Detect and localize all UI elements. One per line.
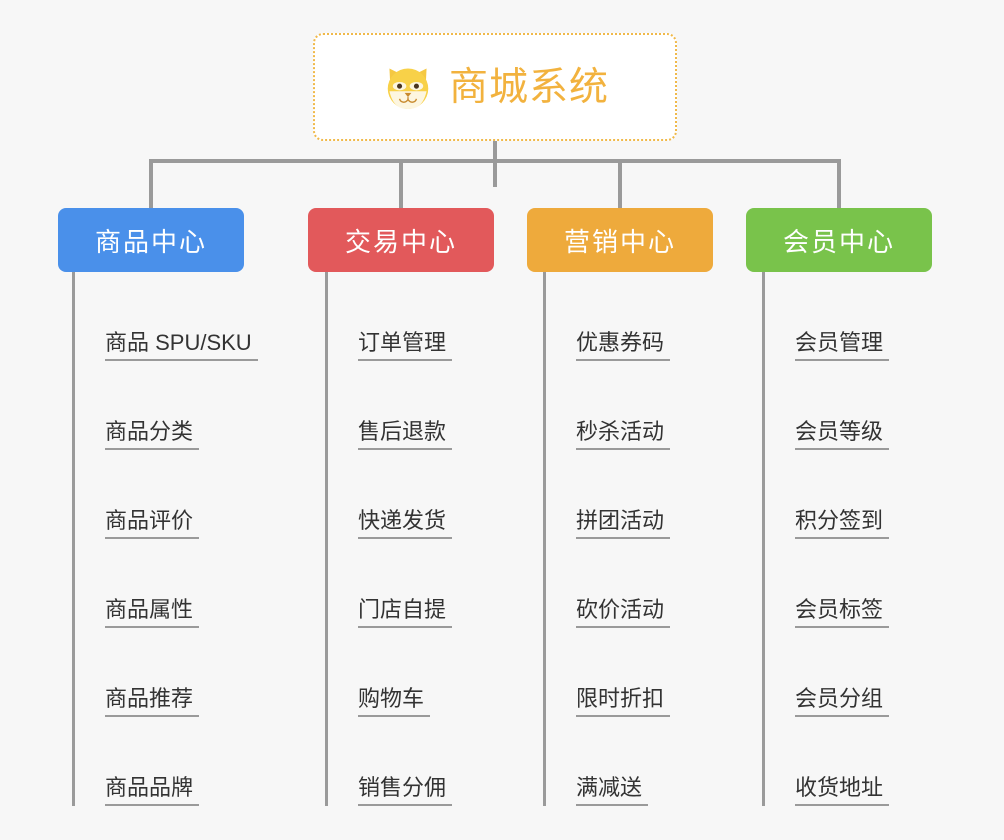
leaf-item[interactable]: 商品属性 xyxy=(72,539,200,628)
connector-root-stem xyxy=(493,141,497,187)
leaf-item[interactable]: 积分签到 xyxy=(762,450,890,539)
leaf-item-label: 购物车 xyxy=(358,686,431,717)
category-label: 会员中心 xyxy=(782,226,895,257)
leaf-item[interactable]: 购物车 xyxy=(325,628,431,717)
connector-drop-trade-center xyxy=(399,159,403,209)
leaf-item-label: 快递发货 xyxy=(358,508,453,539)
leaf-item-label: 积分签到 xyxy=(795,508,890,539)
leaf-item-label: 商品品牌 xyxy=(105,775,200,806)
leaf-item[interactable]: 会员标签 xyxy=(762,539,890,628)
category-box-marketing-center[interactable]: 营销中心 xyxy=(527,208,713,272)
root-node[interactable]: 商城系统 xyxy=(313,33,677,141)
leaf-item-label: 限时折扣 xyxy=(576,686,671,717)
leaf-item-label: 门店自提 xyxy=(358,597,453,628)
leaf-item[interactable]: 会员分组 xyxy=(762,628,890,717)
category-box-trade-center[interactable]: 交易中心 xyxy=(308,208,494,272)
leaf-column-product-center: 商品 SPU/SKU 商品分类商品评价商品属性商品推荐商品品牌 xyxy=(72,272,322,806)
leaf-item-label: 售后退款 xyxy=(358,419,453,450)
leaf-item[interactable]: 会员等级 xyxy=(762,361,890,450)
leaf-item[interactable]: 秒杀活动 xyxy=(543,361,671,450)
connector-horizontal-bus xyxy=(149,159,841,163)
shiba-dog-face-icon xyxy=(387,68,429,112)
leaf-item-label: 优惠券码 xyxy=(576,330,671,361)
leaf-item[interactable]: 快递发货 xyxy=(325,450,453,539)
leaf-item[interactable]: 销售分佣 xyxy=(325,717,453,806)
category-box-member-center[interactable]: 会员中心 xyxy=(746,208,932,272)
category-label: 交易中心 xyxy=(344,226,457,257)
leaf-item-label: 销售分佣 xyxy=(358,775,453,806)
leaf-spine-member-center xyxy=(762,272,765,806)
leaf-item[interactable]: 商品品牌 xyxy=(72,717,200,806)
connector-drop-product-center xyxy=(149,159,153,209)
leaf-item-label: 商品推荐 xyxy=(105,686,200,717)
leaf-item-label: 商品分类 xyxy=(105,419,200,450)
category-label: 商品中心 xyxy=(94,226,207,257)
leaf-item[interactable]: 商品分类 xyxy=(72,361,200,450)
leaf-item[interactable]: 会员管理 xyxy=(762,272,890,361)
category-label: 营销中心 xyxy=(563,226,676,257)
leaf-item-label: 秒杀活动 xyxy=(576,419,671,450)
leaf-item-label: 订单管理 xyxy=(358,330,453,361)
leaf-item-label: 会员管理 xyxy=(795,330,890,361)
leaf-item-label: 商品 SPU/SKU xyxy=(105,330,258,361)
leaf-item[interactable]: 砍价活动 xyxy=(543,539,671,628)
leaf-item[interactable]: 商品推荐 xyxy=(72,628,200,717)
leaf-column-trade-center: 订单管理售后退款快递发货门店自提购物车销售分佣 xyxy=(325,272,575,806)
leaf-item[interactable]: 售后退款 xyxy=(325,361,453,450)
leaf-item[interactable]: 优惠券码 xyxy=(543,272,671,361)
leaf-item[interactable]: 满减送 xyxy=(543,717,649,806)
leaf-column-member-center: 会员管理会员等级积分签到会员标签会员分组收货地址 xyxy=(762,272,1004,806)
leaf-item[interactable]: 限时折扣 xyxy=(543,628,671,717)
leaf-spine-marketing-center xyxy=(543,272,546,806)
leaf-item-label: 商品评价 xyxy=(105,508,200,539)
leaf-spine-product-center xyxy=(72,272,75,806)
leaf-item[interactable]: 商品 SPU/SKU xyxy=(72,272,258,361)
leaf-item[interactable]: 订单管理 xyxy=(325,272,453,361)
leaf-spine-trade-center xyxy=(325,272,328,806)
leaf-item[interactable]: 门店自提 xyxy=(325,539,453,628)
leaf-item-label: 砍价活动 xyxy=(576,597,671,628)
root-label: 商城系统 xyxy=(448,65,609,109)
connector-drop-member-center xyxy=(837,159,841,209)
leaf-item-label: 会员等级 xyxy=(795,419,890,450)
leaf-item[interactable]: 拼团活动 xyxy=(543,450,671,539)
leaf-item[interactable]: 商品评价 xyxy=(72,450,200,539)
leaf-item-label: 收货地址 xyxy=(795,775,890,806)
leaf-item-label: 满减送 xyxy=(576,775,649,806)
leaf-item-label: 会员分组 xyxy=(795,686,890,717)
leaf-item[interactable]: 收货地址 xyxy=(762,717,890,806)
leaf-item-label: 拼团活动 xyxy=(576,508,671,539)
leaf-item-label: 商品属性 xyxy=(105,597,200,628)
connector-drop-marketing-center xyxy=(618,159,622,209)
category-box-product-center[interactable]: 商品中心 xyxy=(58,208,244,272)
leaf-item-label: 会员标签 xyxy=(795,597,890,628)
leaf-column-marketing-center: 优惠券码秒杀活动拼团活动砍价活动限时折扣满减送 xyxy=(543,272,793,806)
